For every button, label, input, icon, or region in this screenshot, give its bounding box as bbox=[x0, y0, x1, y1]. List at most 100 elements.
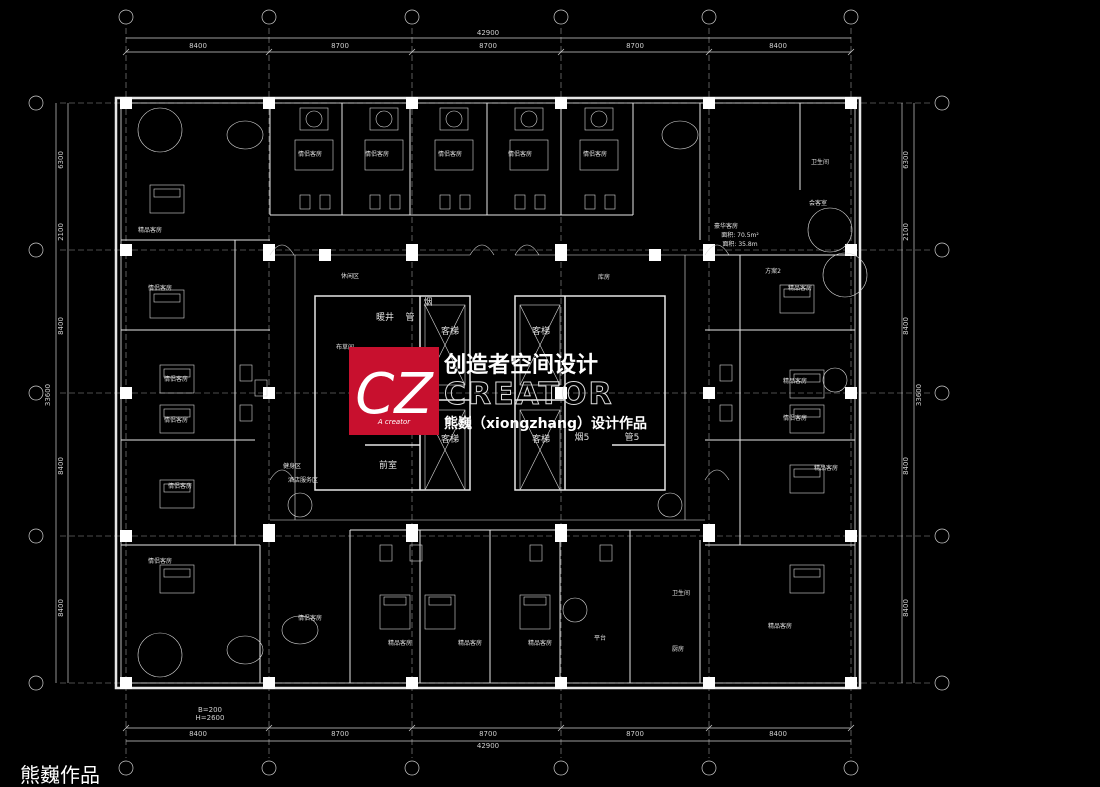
label-room-14: 精品客房 bbox=[458, 639, 482, 647]
furniture-piece bbox=[163, 483, 191, 493]
furniture-piece bbox=[793, 468, 821, 478]
axis-bubble bbox=[701, 9, 717, 25]
column bbox=[263, 97, 275, 109]
axis-bubble bbox=[28, 675, 44, 691]
label-circle-room: 会客室 bbox=[809, 199, 827, 207]
dim-tick bbox=[122, 724, 130, 732]
dim-right-span-3: 8400 bbox=[902, 317, 910, 335]
axis-bubble bbox=[261, 9, 277, 25]
dim-right-span-2: 2100 bbox=[902, 223, 910, 241]
axis-bubbles bbox=[28, 9, 950, 776]
column bbox=[263, 387, 275, 399]
dim-tick bbox=[408, 48, 416, 56]
furniture-piece bbox=[604, 194, 616, 210]
label-room-8: 情侣客房 bbox=[164, 375, 188, 383]
label-room-10: 情侣客房 bbox=[168, 482, 192, 490]
watermark: CZ A creator 创造者空间设计 CREATOR 熊巍（xiongzha… bbox=[349, 347, 647, 435]
watermark-designer-line: 熊巍（xiongzhang）设计作品 bbox=[444, 415, 647, 432]
column bbox=[319, 249, 331, 261]
furniture-piece bbox=[822, 367, 848, 393]
furniture-piece bbox=[153, 293, 181, 303]
label-linen-room: 布草间 bbox=[336, 343, 354, 351]
label-landing: 平台 bbox=[594, 634, 606, 642]
axis-bubble bbox=[934, 675, 950, 691]
furniture-piece bbox=[514, 194, 526, 210]
dim-tick bbox=[705, 724, 713, 732]
furniture-piece bbox=[657, 492, 683, 518]
furniture-piece bbox=[793, 408, 821, 418]
furniture-piece bbox=[584, 107, 614, 131]
axis-bubble bbox=[553, 760, 569, 776]
label-room-9: 情侣客房 bbox=[164, 416, 188, 424]
column bbox=[263, 524, 275, 536]
furniture-piece bbox=[159, 364, 195, 394]
label-room-16: 精品客房 bbox=[788, 284, 812, 292]
column bbox=[555, 249, 567, 261]
column bbox=[120, 97, 132, 109]
dim-right-span-4: 8400 bbox=[902, 457, 910, 475]
dim-right-total: 33600 bbox=[915, 384, 923, 406]
dim-tick bbox=[408, 724, 416, 732]
furniture-piece bbox=[287, 492, 313, 518]
furniture-piece bbox=[375, 110, 393, 128]
dim-top-span-3: 8700 bbox=[479, 42, 497, 50]
dim-tick bbox=[557, 48, 565, 56]
furniture-piece bbox=[424, 409, 466, 491]
column bbox=[703, 249, 715, 261]
furniture-piece bbox=[159, 479, 195, 509]
label-restroom-2: 卫生间 bbox=[672, 589, 690, 597]
furniture-piece bbox=[704, 469, 730, 481]
furniture-piece bbox=[305, 110, 323, 128]
furniture-piece bbox=[520, 110, 538, 128]
dim-left-span-3: 8400 bbox=[57, 317, 65, 335]
axis-bubble bbox=[934, 385, 950, 401]
column bbox=[406, 249, 418, 261]
axis-bubble bbox=[28, 385, 44, 401]
building-walls bbox=[114, 96, 862, 690]
column bbox=[120, 677, 132, 689]
furniture-piece bbox=[807, 207, 853, 253]
axis-bubble bbox=[28, 528, 44, 544]
label-room-11: 情侣客房 bbox=[148, 557, 172, 565]
label-elevator-4: 客梯 bbox=[532, 433, 550, 445]
furniture-layer bbox=[137, 107, 868, 678]
label-room-12: 情侣客房 bbox=[298, 614, 322, 622]
column bbox=[263, 677, 275, 689]
watermark-logo-text: CZ bbox=[355, 362, 434, 427]
dim-top-span-5: 8400 bbox=[769, 42, 787, 50]
furniture-piece bbox=[269, 244, 295, 256]
label-elevator-2: 客梯 bbox=[441, 433, 459, 445]
right-room-partitions bbox=[705, 254, 855, 546]
dim-bottom-span-1: 8400 bbox=[189, 730, 207, 738]
furniture-piece bbox=[793, 373, 821, 383]
label-room-2: 情侣客房 bbox=[365, 150, 389, 158]
label-restroom-1: 卫生间 bbox=[811, 158, 829, 166]
dim-top-span-4: 8700 bbox=[626, 42, 644, 50]
dim-left-span-2: 2100 bbox=[57, 223, 65, 241]
watermark-cn-title: 创造者空间设计 bbox=[443, 352, 598, 378]
furniture-piece bbox=[149, 184, 185, 214]
dim-tick bbox=[122, 48, 130, 56]
furniture-piece bbox=[226, 120, 264, 150]
furniture-piece bbox=[239, 364, 253, 382]
furniture-piece bbox=[137, 107, 183, 153]
label-room-3: 情侣客房 bbox=[438, 150, 462, 158]
column bbox=[120, 530, 132, 542]
dim-right-span-5: 8400 bbox=[902, 599, 910, 617]
furniture-piece bbox=[369, 107, 399, 131]
dim-left-span-5: 8400 bbox=[57, 599, 65, 617]
label-vip: 方案2 bbox=[765, 267, 781, 275]
column bbox=[703, 97, 715, 109]
axis-bubble bbox=[843, 760, 859, 776]
column bbox=[120, 244, 132, 256]
label-gym: 健身区 bbox=[283, 462, 301, 470]
watermark-logo-sub: A creator bbox=[377, 418, 411, 426]
furniture-piece bbox=[424, 409, 466, 491]
dim-left-total: 33600 bbox=[44, 384, 52, 406]
axis-bubble bbox=[934, 242, 950, 258]
axis-bubble bbox=[261, 760, 277, 776]
column bbox=[120, 387, 132, 399]
furniture-piece bbox=[439, 194, 451, 210]
dim-bottom-span-3: 8700 bbox=[479, 730, 497, 738]
